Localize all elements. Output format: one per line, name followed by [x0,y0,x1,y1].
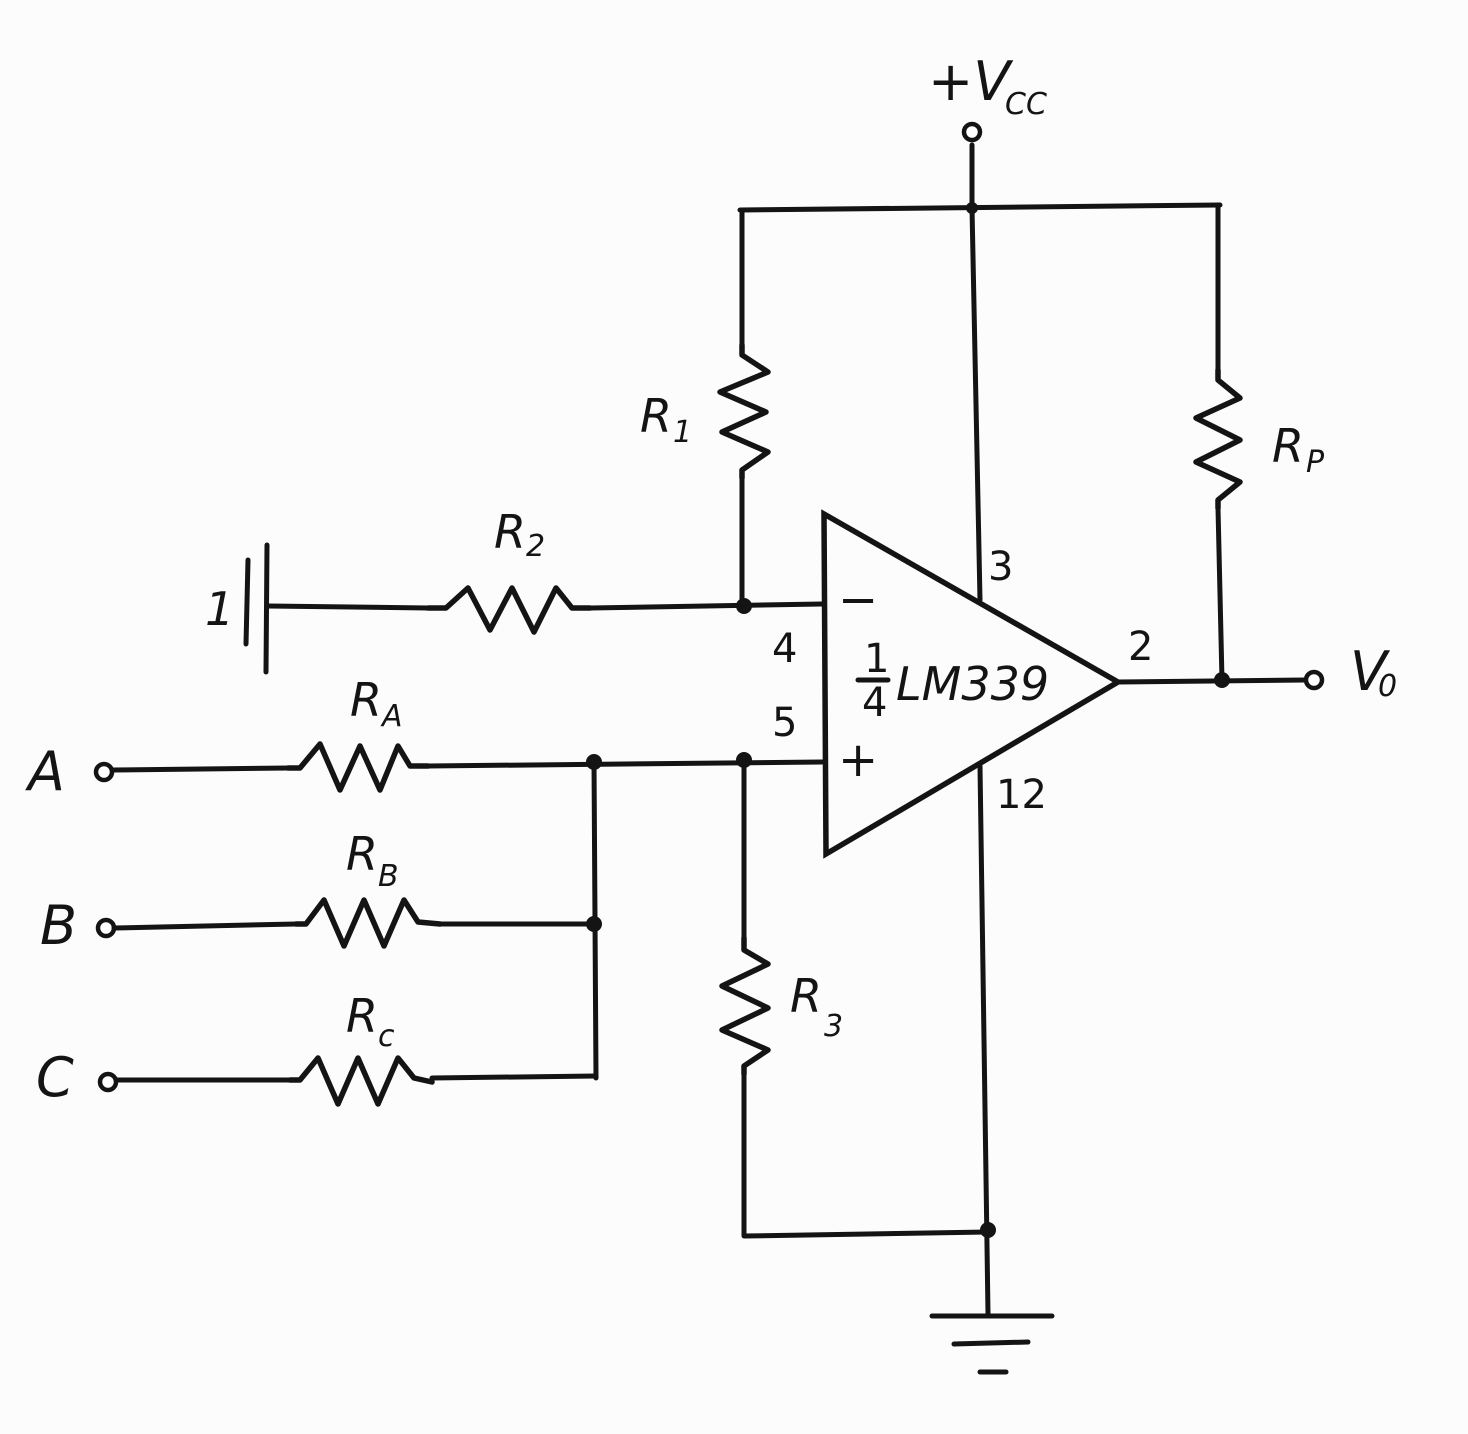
output-terminal [1303,669,1325,691]
input-b-branch [95,897,599,949]
ra-label-subscript: A [380,699,403,734]
input-c-branch [97,1055,599,1107]
input-a-label: A [25,740,65,803]
battery [243,542,431,675]
battery-label: 1 [205,582,234,636]
ground-net [977,763,996,1317]
output-junction [1214,672,1230,688]
resistor-rp [1193,202,1243,683]
r3-label: R [790,969,822,1023]
chip-fraction-denominator: 4 [862,680,887,726]
input-c-label: C [36,1046,74,1109]
rc-label-subscript: c [378,1019,395,1054]
input-a-terminal [93,761,115,783]
r2-label: R [494,505,526,559]
comparator-lm339 [821,509,1124,859]
noninverting-sign: + [838,732,878,788]
vcc-to-pin3-wire [969,205,983,603]
r3-label-subscript: 3 [824,1009,843,1044]
input-a-branch [93,741,825,793]
supply-rail [737,121,1223,214]
pin-5-label: 5 [772,700,797,746]
comparator-triangle [821,509,1124,859]
resistor-r1 [717,207,771,607]
output-net [1115,669,1325,691]
inverting-sign: − [838,572,878,628]
resistor-rc [287,1055,435,1107]
input-b-label: B [40,894,77,957]
r1-label: R [640,389,672,443]
output-label-subscript: 0 [1378,669,1397,704]
vcc-label: +V [928,50,1014,113]
chip-fraction-numerator: 1 [864,636,889,682]
summing-junction-a [586,754,602,770]
pin-12-label: 12 [996,772,1047,818]
resistor-r2 [425,585,825,635]
rb-label: R [346,827,378,881]
output-label: V [1350,640,1391,703]
vcc-terminal [961,121,983,143]
chip-name: LM339 [896,657,1049,711]
rp-label: R [1272,419,1304,473]
rp-label-subscript: P [1306,445,1325,480]
summing-junction-b [586,916,602,932]
ground-icon [929,1313,1055,1375]
pin-3-label: 3 [988,544,1013,590]
summing-bus [586,752,752,1081]
ra-label: R [350,673,382,727]
r1-label-subscript: 1 [673,415,692,450]
inverting-junction [736,598,752,614]
pin-4-label: 4 [772,626,797,672]
rc-label: R [346,989,378,1043]
vcc-label-subscript: CC [1005,87,1047,122]
pin-2-label: 2 [1128,624,1153,670]
r2-label-subscript: 2 [526,529,545,564]
input-c-terminal [97,1071,119,1093]
resistor-rb [293,897,443,949]
resistor-ra [285,741,431,793]
ground-junction [980,1222,996,1238]
rb-label-subscript: B [378,859,399,894]
resistor-r3 [719,757,991,1239]
